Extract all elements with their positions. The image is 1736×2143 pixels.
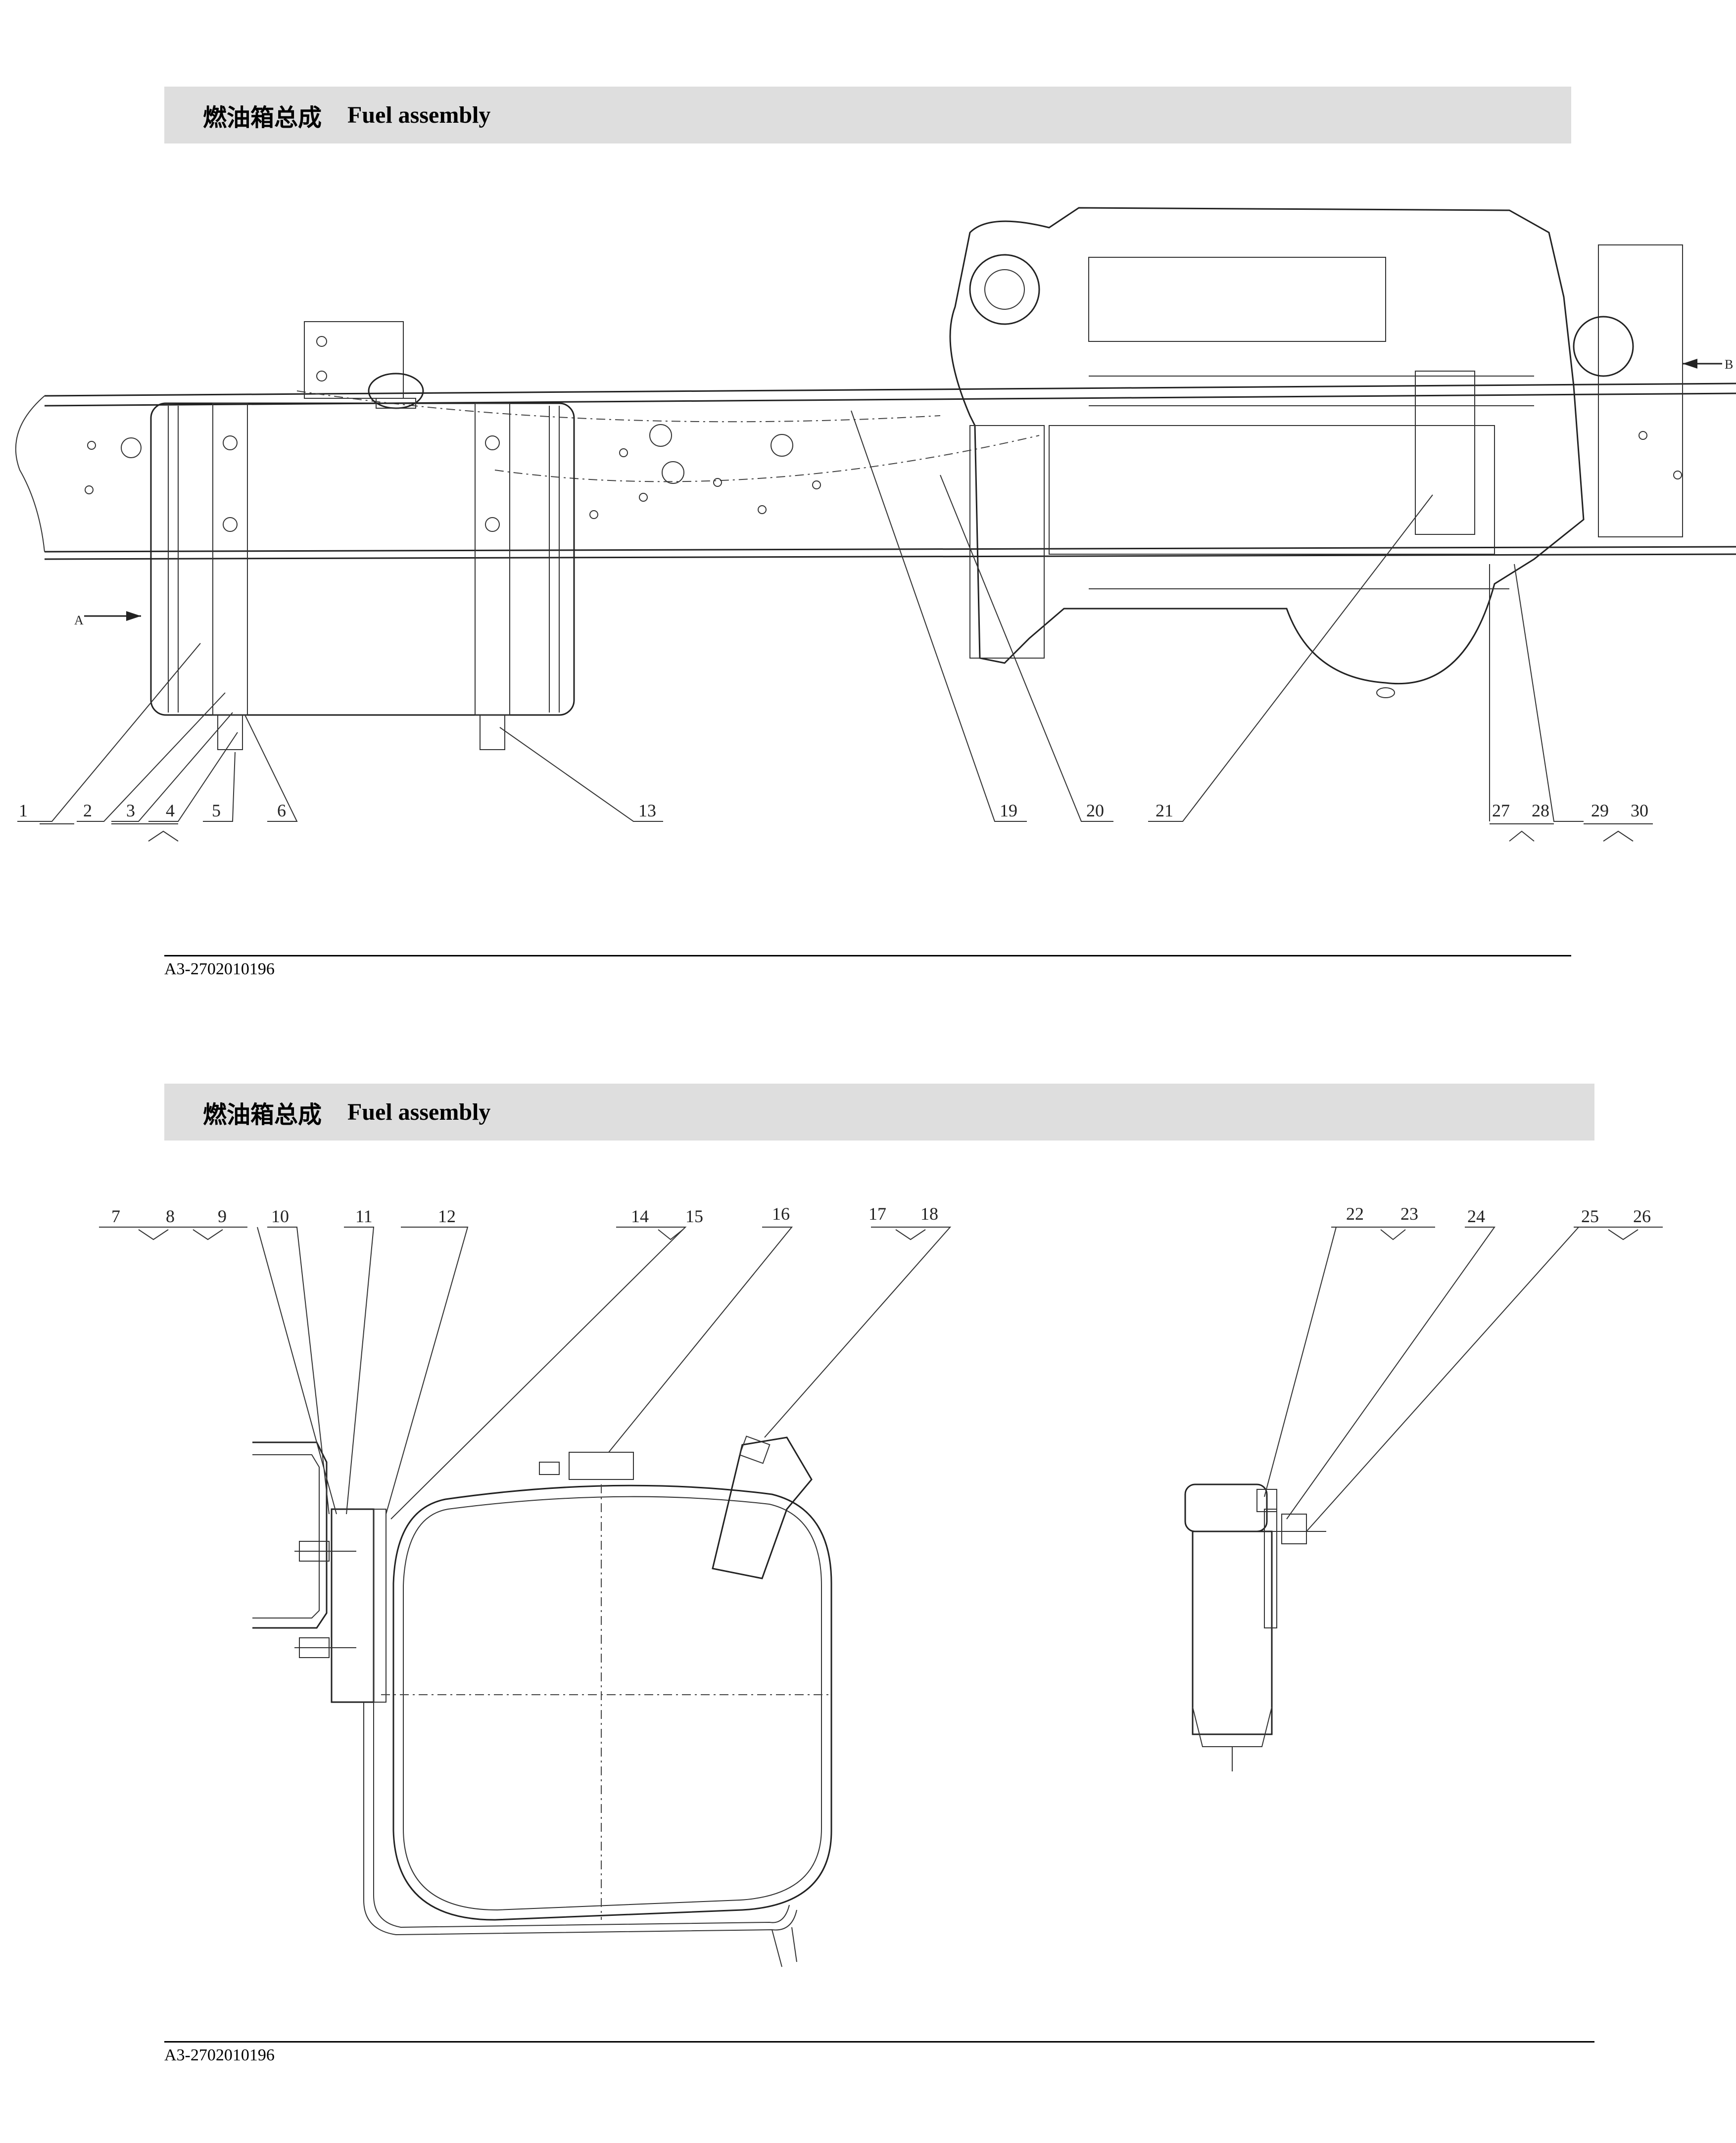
callout-label: 3 — [126, 801, 135, 820]
footer-rule — [164, 2041, 1594, 2043]
panel-title-bar: 燃油箱总成 Fuel assembly — [164, 1084, 1594, 1141]
title-english: Fuel assembly — [347, 102, 491, 128]
engine-assembly — [949, 207, 1722, 698]
callout-label: 28 — [1532, 801, 1549, 820]
callout-label: 25 — [1581, 1206, 1599, 1226]
callout-label: 29 — [1591, 801, 1609, 820]
callout-label: 1 — [19, 801, 28, 820]
callout-label: 26 — [1633, 1206, 1651, 1226]
callout-label: 14 — [631, 1206, 649, 1226]
view-marker-b: B — [1725, 357, 1733, 372]
callout-label: 15 — [685, 1206, 703, 1226]
panel-top: 燃油箱总成 Fuel assembly — [0, 0, 1736, 990]
callout-label: 8 — [166, 1206, 175, 1226]
view-marker-a: A — [74, 613, 84, 627]
callout-label: 23 — [1400, 1204, 1418, 1224]
callout-label: 16 — [772, 1204, 790, 1224]
chassis-frame — [15, 382, 1736, 560]
title-chinese: 燃油箱总成 — [203, 1101, 322, 1128]
frame-holes — [85, 424, 1682, 519]
callout-label: 27 — [1492, 801, 1510, 820]
drawing-code: A3-2702010196 — [164, 2046, 275, 2064]
callout-label: 20 — [1086, 801, 1104, 820]
top-drawing: 1 2 3 4 5 6 13 19 20 21 27 28 29 30 A B — [15, 207, 1736, 842]
panel-bottom: 燃油箱总成 Fuel assembly — [0, 990, 1736, 2143]
callout-label: 5 — [212, 801, 221, 820]
fuel-tank-end-view — [363, 1435, 832, 1967]
callout-label: 18 — [920, 1204, 938, 1224]
callout-label: 2 — [83, 801, 92, 820]
callout-label: 9 — [218, 1206, 227, 1226]
bottom-drawing: 7 8 9 10 11 12 14 15 16 17 18 22 23 24 2… — [99, 1204, 1663, 1967]
fuel-tank-side-view — [84, 321, 575, 750]
leader-lines-top — [17, 410, 1653, 842]
callout-label: 10 — [271, 1206, 289, 1226]
callout-label: 6 — [277, 801, 286, 820]
panel-title-bar: 燃油箱总成 Fuel assembly — [164, 87, 1571, 143]
callout-label: 11 — [355, 1206, 373, 1226]
callout-label: 12 — [438, 1206, 456, 1226]
callout-labels-top: 1 2 3 4 5 6 13 19 20 21 27 28 29 30 A B — [19, 357, 1733, 820]
fuel-filter — [1184, 1483, 1326, 1771]
title-english: Fuel assembly — [347, 1099, 491, 1125]
drawing-code: A3-2702010196 — [164, 960, 275, 978]
callout-label: 17 — [868, 1204, 886, 1224]
callout-label: 22 — [1346, 1204, 1364, 1224]
footer-rule — [164, 955, 1571, 956]
callout-label: 30 — [1631, 801, 1648, 820]
callout-label: 19 — [1000, 801, 1017, 820]
callout-labels-bottom: 7 8 9 10 11 12 14 15 16 17 18 22 23 24 2… — [111, 1204, 1651, 1226]
callout-label: 4 — [166, 801, 175, 820]
leader-lines-bottom — [99, 1227, 1663, 1532]
callout-label: 21 — [1156, 801, 1173, 820]
callout-label: 7 — [111, 1206, 120, 1226]
title-chinese: 燃油箱总成 — [203, 104, 322, 131]
callout-label: 24 — [1467, 1206, 1485, 1226]
tank-bracket — [252, 1441, 386, 1703]
callout-label: 13 — [638, 801, 656, 820]
